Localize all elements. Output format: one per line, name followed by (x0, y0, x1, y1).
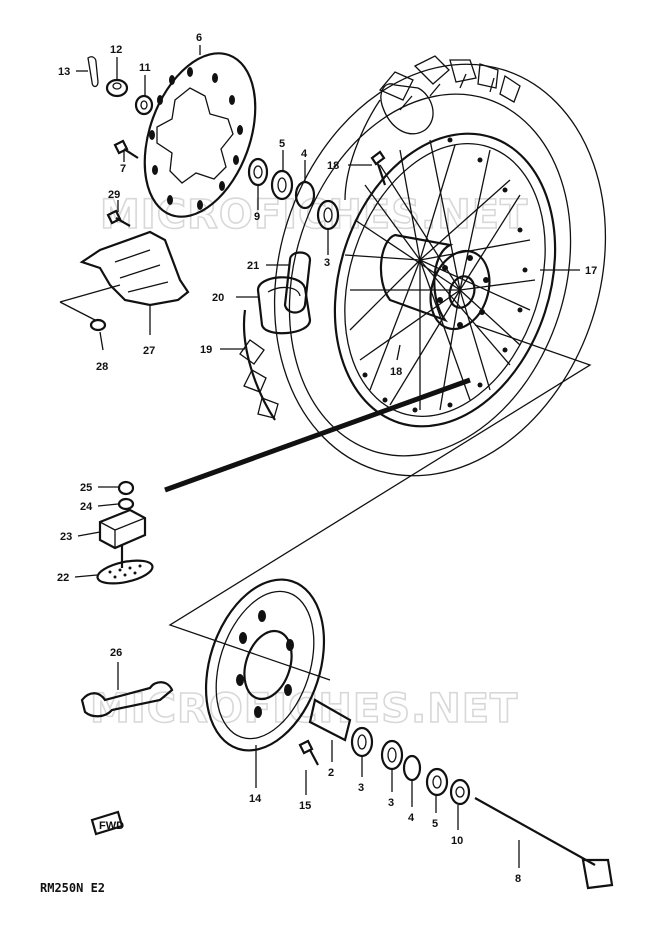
rim-lock-block-23 (98, 508, 147, 550)
rim-band-21 (283, 251, 312, 314)
brake-disc (143, 52, 257, 218)
callout-3b: 3 (358, 782, 364, 794)
callout-10: 10 (451, 835, 463, 847)
spacer-10 (449, 778, 471, 806)
disc-nut (105, 78, 129, 98)
callout-22: 22 (57, 572, 69, 584)
spoke-nipple-18 (370, 150, 387, 186)
spokes (344, 139, 536, 411)
leader-lines (74, 45, 580, 868)
callout-19: 19 (200, 344, 212, 356)
callout-7: 7 (120, 163, 126, 175)
rear-sprocket-14 (204, 578, 326, 752)
tube-20 (256, 276, 312, 335)
callout-14: 14 (249, 793, 262, 805)
watermark-bottom: MICROFICHES.NET (90, 686, 518, 732)
sprocket-bolt-15 (298, 739, 319, 766)
bearing-3-top (316, 199, 340, 231)
model-caption: RM250N E2 (40, 881, 105, 895)
bearing-3-lower-a (350, 726, 374, 758)
circlip-4-lower (402, 754, 422, 782)
callout-5b: 5 (432, 818, 438, 830)
callout-2: 2 (328, 767, 334, 779)
callout-28: 28 (96, 361, 108, 373)
spacer-2 (308, 698, 352, 742)
callout-29: 29 (108, 189, 120, 201)
callout-25: 25 (80, 482, 92, 494)
rim-lock-nut-25 (117, 480, 135, 496)
callout-4a: 4 (301, 148, 308, 160)
callout-8: 8 (515, 873, 521, 885)
callout-12: 12 (110, 44, 122, 56)
axle-8 (474, 797, 614, 890)
callout-26: 26 (110, 647, 122, 659)
callout-6: 6 (196, 32, 202, 44)
bearing-3-lower-b (380, 739, 404, 771)
callout-24: 24 (80, 501, 93, 513)
callout-5a: 5 (279, 138, 285, 150)
callout-18a: 18 (327, 160, 339, 172)
rim-lock-22 (96, 545, 154, 585)
callout-3c: 3 (388, 797, 394, 809)
callout-4b: 4 (408, 812, 415, 824)
callout-18b: 18 (390, 366, 402, 378)
callout-23: 23 (60, 531, 72, 543)
spoke-wrench-26 (80, 681, 174, 718)
guard-screw (89, 318, 107, 332)
rear-rim (333, 132, 557, 428)
oil-seal-5-lower (425, 767, 449, 797)
callout-13: 13 (58, 66, 70, 78)
disc-bolt (113, 139, 139, 159)
callout-27: 27 (143, 345, 155, 357)
hub-spacer-9 (247, 157, 269, 187)
callout-15: 15 (299, 800, 311, 812)
fwd-arrow-badge: FWD (90, 810, 124, 836)
guard-guide-line (59, 284, 121, 321)
disc-guard (79, 230, 190, 307)
rear-tire (239, 55, 607, 477)
rim-lock-washer-24 (117, 497, 135, 511)
oil-seal-5 (270, 169, 294, 201)
disc-bolt-pin (87, 56, 99, 88)
axle-centerline (164, 377, 471, 493)
callout-3a: 3 (324, 257, 330, 269)
callout-20: 20 (212, 292, 224, 304)
callout-17: 17 (585, 265, 597, 277)
callout-9: 9 (254, 211, 260, 223)
callout-11: 11 (139, 62, 151, 74)
fwd-badge-label: FWD (99, 820, 124, 832)
callout-21: 21 (247, 260, 259, 272)
tire-19 (243, 309, 276, 421)
disc-washer (134, 94, 154, 116)
wheel-hub (379, 233, 491, 331)
guard-bolt (106, 209, 131, 227)
